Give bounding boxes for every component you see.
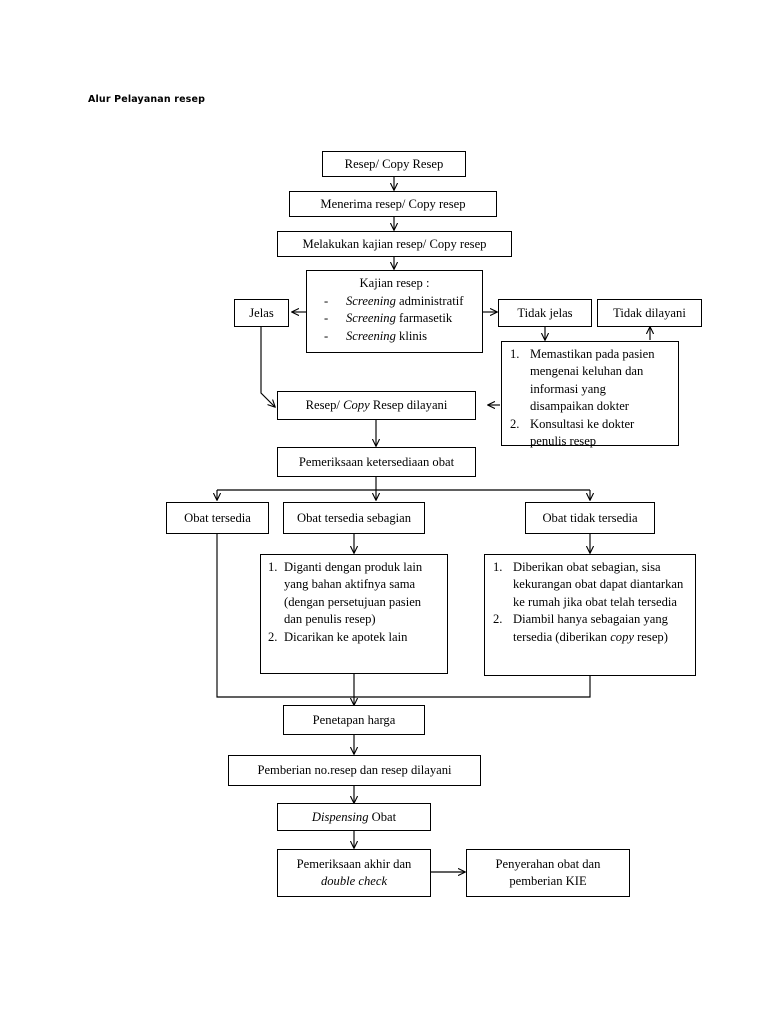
node-dispensing-obat[interactable]: Dispensing Obat <box>277 803 431 831</box>
page-title: Alur Pelayanan resep <box>88 94 206 105</box>
node-menerima-resep[interactable]: Menerima resep/ Copy resep <box>289 191 497 217</box>
node-label: Tidak jelas <box>517 305 573 320</box>
node-label: Penyerahan obat dan pemberian KIE <box>495 856 601 888</box>
edge-jelas-to-dilayani <box>260 327 276 408</box>
node-title: Kajian resep : <box>359 276 430 290</box>
node-label: Obat tidak tersedia <box>542 510 638 525</box>
node-label: Pemeriksaan ketersediaan obat <box>298 454 455 469</box>
node-jelas[interactable]: Jelas <box>234 299 289 327</box>
node-resep-copy-resep[interactable]: Resep/ Copy Resep <box>322 151 466 177</box>
node-resep-dilayani[interactable]: Resep/ Copy Resep dilayani <box>277 391 476 420</box>
node-konsultasi-dokter[interactable]: Memastikan pada pasien mengenai keluhan … <box>501 341 679 448</box>
list-item: Diberikan obat sebagian, sisa kekurangan… <box>493 559 684 609</box>
konsultasi-list: Memastikan pada pasien mengenai keluhan … <box>509 346 671 450</box>
opsi-sebagian-list: Diganti dengan produk lain yang bahan ak… <box>268 559 440 646</box>
node-pemeriksaan-ketersediaan[interactable]: Pemeriksaan ketersediaan obat <box>277 447 476 477</box>
node-label: Jelas <box>249 305 274 320</box>
node-label: Obat tersedia <box>184 510 251 525</box>
node-kajian-resep[interactable]: Kajian resep : Screening administratif S… <box>306 270 483 353</box>
node-label: Melakukan kajian resep/ Copy resep <box>302 236 487 251</box>
node-obat-tersedia[interactable]: Obat tersedia <box>166 502 269 534</box>
screening-list: Screening administratif Screening farmas… <box>314 293 475 347</box>
node-melakukan-kajian[interactable]: Melakukan kajian resep/ Copy resep <box>277 231 512 257</box>
node-label: Dispensing Obat <box>311 809 397 824</box>
node-label: Tidak dilayani <box>613 305 686 320</box>
node-penetapan-harga[interactable]: Penetapan harga <box>283 705 425 735</box>
list-item: Screening klinis <box>324 328 475 346</box>
opsi-tidak-tersedia-list: Diberikan obat sebagian, sisa kekurangan… <box>492 559 688 646</box>
node-label: Resep/ Copy Resep <box>344 156 444 171</box>
node-penyerahan-obat[interactable]: Penyerahan obat dan pemberian KIE <box>466 849 630 897</box>
list-item: Screening administratif <box>324 293 475 311</box>
node-label: Penetapan harga <box>312 712 396 727</box>
node-label: Obat tersedia sebagian <box>297 510 411 525</box>
node-opsi-obat-sebagian[interactable]: Diganti dengan produk lain yang bahan ak… <box>260 554 448 674</box>
node-tidak-jelas[interactable]: Tidak jelas <box>498 299 592 327</box>
node-label: Menerima resep/ Copy resep <box>320 196 466 211</box>
list-item: Konsultasi ke dokter penulis resep <box>510 416 635 448</box>
node-pemeriksaan-akhir[interactable]: Pemeriksaan akhir dan double check <box>277 849 431 897</box>
node-obat-tidak-tersedia[interactable]: Obat tidak tersedia <box>525 502 655 534</box>
list-item: Memastikan pada pasien mengenai keluhan … <box>510 346 655 414</box>
list-item: Screening farmasetik <box>324 310 475 328</box>
list-item: Diambil hanya sebagaian yang tersedia (d… <box>493 611 668 644</box>
node-opsi-obat-tidak-tersedia[interactable]: Diberikan obat sebagian, sisa kekurangan… <box>484 554 696 676</box>
list-item: Dicarikan ke apotek lain <box>268 629 408 647</box>
node-label: Pemeriksaan akhir dan double check <box>296 856 412 888</box>
node-tidak-dilayani[interactable]: Tidak dilayani <box>597 299 702 327</box>
list-item: Diganti dengan produk lain yang bahan ak… <box>268 559 423 627</box>
node-obat-tersedia-sebagian[interactable]: Obat tersedia sebagian <box>283 502 425 534</box>
node-label: Resep/ Copy Resep dilayani <box>305 398 448 413</box>
edge-opsitidak-to-harga <box>354 676 591 698</box>
node-label: Pemberian no.resep dan resep dilayani <box>257 763 452 778</box>
node-pemberian-no-resep[interactable]: Pemberian no.resep dan resep dilayani <box>228 755 481 786</box>
